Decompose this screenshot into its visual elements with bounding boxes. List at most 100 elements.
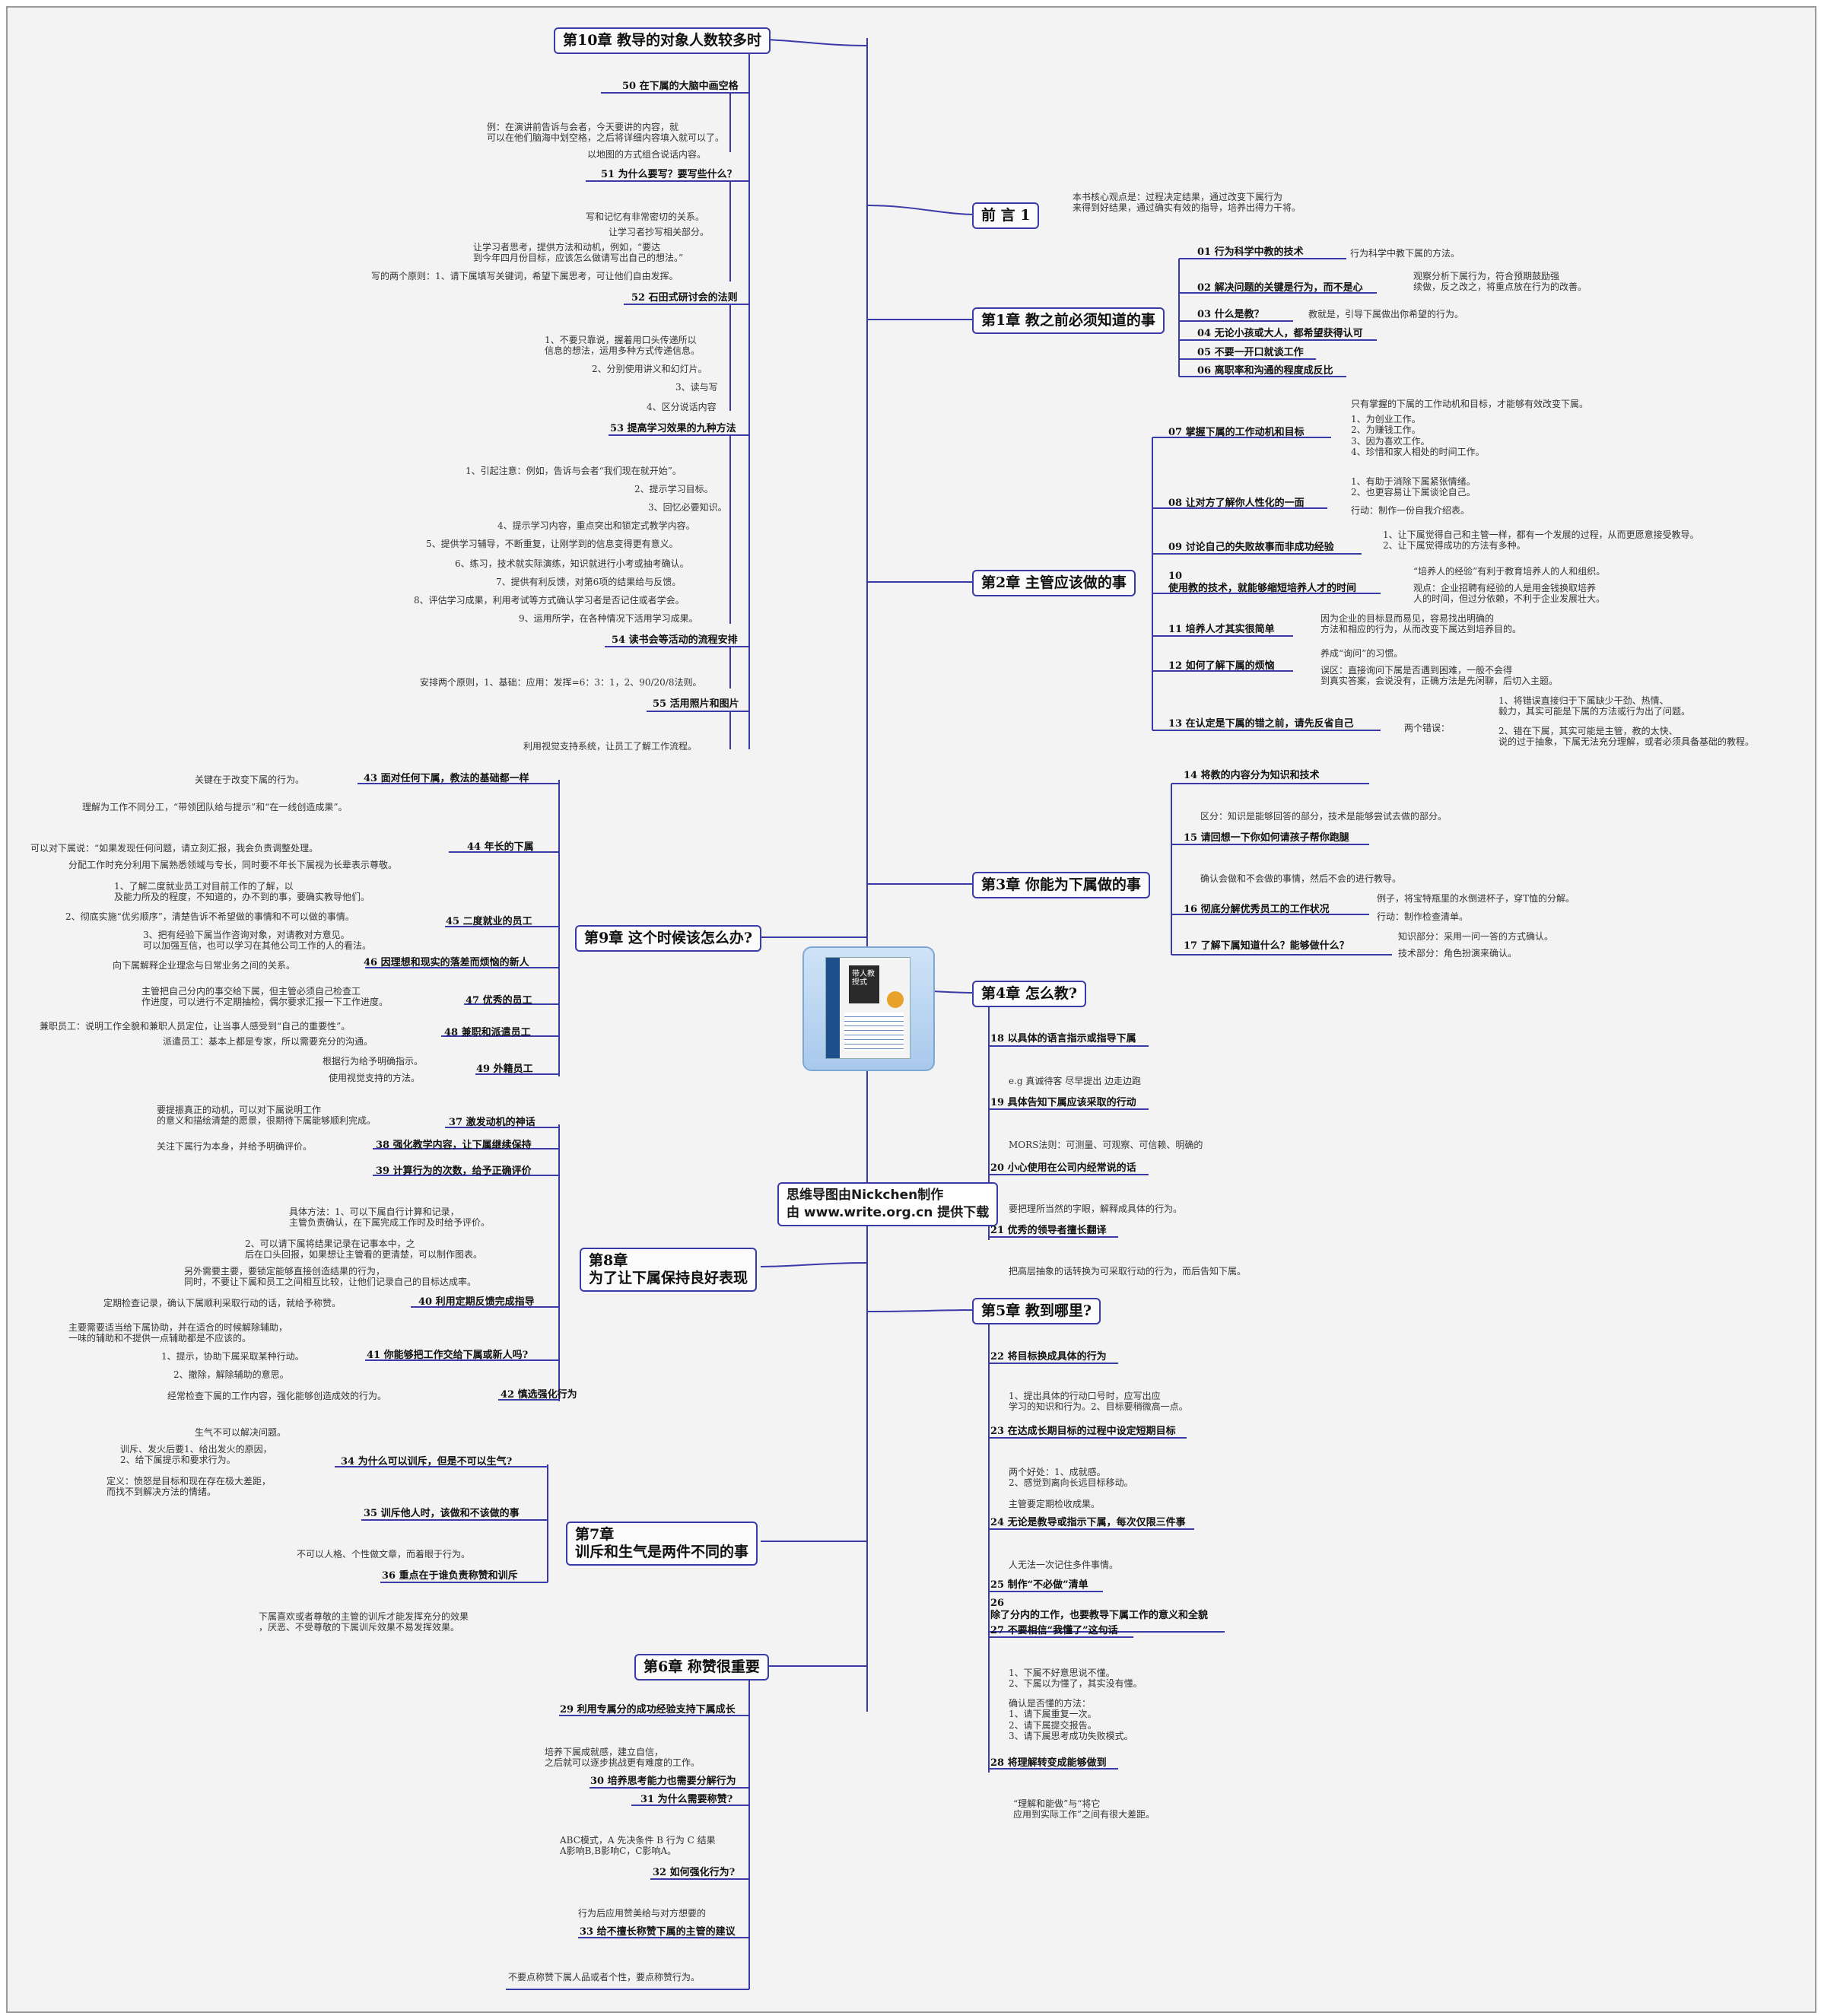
topic-44[interactable]: 44 年长的下属 xyxy=(467,841,534,853)
topic-09[interactable]: 09 讨论自己的失败故事而非成功经验 xyxy=(1168,542,1334,553)
topic-16-note-2: 行动：制作检查清单。 xyxy=(1377,911,1469,922)
topic-50-note-1: 例：在演讲前告诉与会者，今天要讲的内容，就 可以在他们脑海中划空格，之后将详细内… xyxy=(487,122,725,144)
topic-13-note-1: 两个错误： xyxy=(1404,723,1451,733)
topic-52[interactable]: 52 石田式研讨会的法则 xyxy=(631,292,738,304)
topic-23[interactable]: 23 在达成长期目标的过程中设定短期目标 xyxy=(990,1426,1176,1437)
topic-39[interactable]: 39 计算行为的次数，给予正确评价 xyxy=(376,1165,532,1177)
topic-55[interactable]: 55 活用照片和图片 xyxy=(653,698,739,710)
topic-08[interactable]: 08 让对方了解你人性化的一面 xyxy=(1168,498,1305,509)
topic-20[interactable]: 20 小心使用在公司内经常说的话 xyxy=(990,1162,1136,1174)
topic-53-note-2: 2、提示学习目标。 xyxy=(634,484,713,494)
topic-16-note-1: 例子，将宝特瓶里的水倒进杯子，穿T恤的分解。 xyxy=(1377,893,1575,904)
topic-10-note-1: “培养人的经验”有利于教育培养人的人和组织。 xyxy=(1413,566,1606,577)
topic-26[interactable]: 26 除了分内的工作，也要教导下属工作的意义和全貌 xyxy=(990,1598,1209,1621)
topic-12[interactable]: 12 如何了解下属的烦恼 xyxy=(1168,660,1275,672)
topic-52-note-2: 2、分别使用讲义和幻灯片。 xyxy=(592,364,707,374)
topic-23-note-2: 主管要定期检收成果。 xyxy=(1009,1499,1101,1509)
topic-04[interactable]: 04 无论小孩或大人，都希望获得认可 xyxy=(1197,328,1363,339)
topic-43[interactable]: 43 面对任何下属，教法的基础都一样 xyxy=(364,773,529,784)
topic-13[interactable]: 13 在认定是下属的错之前，请先反省自己 xyxy=(1168,718,1354,730)
chapter-preface[interactable]: 前 言 1 xyxy=(972,202,1040,229)
chapter-5[interactable]: 第5章 教到哪里? xyxy=(972,1298,1101,1324)
topic-31[interactable]: 31 为什么需要称赞? xyxy=(640,1794,733,1805)
chapter-7[interactable]: 第7章 训斥和生气是两件不同的事 xyxy=(566,1522,758,1566)
topic-22[interactable]: 22 将目标换成具体的行为 xyxy=(990,1351,1107,1363)
topic-32[interactable]: 32 如何强化行为? xyxy=(653,1867,736,1878)
topic-25[interactable]: 25 制作“不必做”清单 xyxy=(990,1579,1088,1591)
topic-06[interactable]: 06 离职率和沟通的程度成反比 xyxy=(1197,365,1333,377)
topic-28[interactable]: 28 将理解转变成能够做到 xyxy=(990,1757,1107,1769)
topic-02-note-1: 观察分析下属行为，符合预期鼓励强 续做，反之改之，将重点放在行为的改善。 xyxy=(1413,271,1587,293)
topic-37-note-1: 要提振真正的动机，可以对下属说明工作 的意义和描绘清楚的愿景，很期待下属能够顺利… xyxy=(157,1105,377,1127)
topic-45-note-2: 2、彻底实施“优劣顺序”，清楚告诉不希望做的事情和不可以做的事情。 xyxy=(65,911,354,922)
topic-46[interactable]: 46 因理想和现实的落差而烦恼的新人 xyxy=(364,957,529,968)
topic-09-note-1: 1、让下属觉得自己和主管一样，都有一个发展的过程，从而更愿意接受教导。 2、让下… xyxy=(1383,529,1699,552)
topic-38[interactable]: 38 强化教学内容，让下属继续保持 xyxy=(376,1140,532,1151)
topic-33[interactable]: 33 给不擅长称赞下属的主管的建议 xyxy=(580,1926,736,1938)
chapter-4[interactable]: 第4章 怎么教? xyxy=(972,981,1086,1007)
topic-53-note-7: 7、提供有利反馈，对第6项的结果给与反馈。 xyxy=(496,577,682,587)
book-spine xyxy=(826,958,840,1058)
topic-14[interactable]: 14 将教的内容分为知识和技术 xyxy=(1184,770,1320,781)
topic-05[interactable]: 05 不要一开口就谈工作 xyxy=(1197,347,1304,358)
topic-34[interactable]: 34 为什么可以训斥，但是不可以生气? xyxy=(341,1456,513,1467)
topic-27[interactable]: 27 不要相信“我懂了”这句话 xyxy=(990,1625,1118,1636)
topic-45[interactable]: 45 二度就业的员工 xyxy=(446,916,532,927)
topic-13-note-3: 2、错在下属，其实可能是主管，教的太快、 说的过于抽象，下属无法充分理解，或者必… xyxy=(1498,726,1755,748)
topic-15[interactable]: 15 请回想一下你如何请孩子帮你跑腿 xyxy=(1184,832,1349,844)
topic-40[interactable]: 40 利用定期反馈完成指导 xyxy=(418,1296,535,1308)
topic-42[interactable]: 42 慎选强化行为 xyxy=(501,1389,577,1401)
topic-24-note-1: 人无法一次记住多件事情。 xyxy=(1009,1560,1119,1570)
topic-16[interactable]: 16 彻底分解优秀员工的工作状况 xyxy=(1184,904,1330,915)
chapter-8[interactable]: 第8章 为了让下属保持良好表现 xyxy=(580,1248,758,1292)
topic-02[interactable]: 02 解决问题的关键是行为，而不是心 xyxy=(1197,282,1363,294)
topic-50[interactable]: 50 在下属的大脑中画空格 xyxy=(622,81,739,92)
topic-07[interactable]: 07 掌握下属的工作动机和目标 xyxy=(1168,427,1305,438)
topic-36-note-1: 下属喜欢或者尊敬的主管的训斥才能发挥充分的效果 ，厌恶、不受尊敬的下属训斥效果不… xyxy=(259,1611,469,1633)
topic-52-note-1: 1、不要只靠说，握着用口头传递所以 信息的想法，运用多种方式传递信息。 xyxy=(545,335,701,357)
chapter-2[interactable]: 第2章 主管应该做的事 xyxy=(972,570,1136,596)
topic-49[interactable]: 49 外籍员工 xyxy=(476,1064,533,1075)
topic-30[interactable]: 30 培养思考能力也需要分解行为 xyxy=(590,1776,736,1787)
topic-17[interactable]: 17 了解下属知道什么？能够做什么？ xyxy=(1184,940,1349,952)
chapter-3[interactable]: 第3章 你能为下属做的事 xyxy=(972,872,1150,898)
topic-53[interactable]: 53 提高学习效果的九种方法 xyxy=(610,423,736,434)
topic-03[interactable]: 03 什么是教？ xyxy=(1197,309,1264,320)
topic-38-note-1: 关注下属行为本身，并给予明确评价。 xyxy=(157,1141,313,1152)
topic-51-note-4: 写的两个原则：1、请下属填写关键词，希望下属思考，可让他们自由发挥。 xyxy=(371,271,679,281)
chapter-1[interactable]: 第1章 教之前必须知道的事 xyxy=(972,307,1165,334)
topic-37[interactable]: 37 激发动机的神话 xyxy=(449,1117,535,1128)
topic-12-note-1: 养成“询问”的习惯。 xyxy=(1320,648,1403,659)
topic-44-note-2: 可以对下属说：“如果发现任何问题，请立刻汇报，我会负责调整处理。 xyxy=(30,843,319,854)
topic-54[interactable]: 54 读书会等活动的流程安排 xyxy=(612,634,738,646)
topic-42-note-1: 经常检查下属的工作内容，强化能够创造成效的行为。 xyxy=(167,1391,387,1401)
chapter-6[interactable]: 第6章 称赞很重要 xyxy=(634,1654,769,1681)
chapter-10[interactable]: 第10章 教导的对象人数较多时 xyxy=(554,27,771,54)
topic-41[interactable]: 41 你能够把工作交给下属或新人吗? xyxy=(367,1350,529,1361)
topic-21[interactable]: 21 优秀的领导者擅长翻译 xyxy=(990,1225,1107,1236)
topic-43-note-1: 关键在于改变下属的行为。 xyxy=(195,774,305,785)
topic-28-note-1: “理解和能做”与“将它 应用到实际工作”之间有很大差距。 xyxy=(1013,1798,1155,1820)
topic-49-note-2: 使用视觉支持的方法。 xyxy=(329,1073,421,1083)
credit-box: 思维导图由Nickchen制作 由 www.write.org.cn 提供下载 xyxy=(777,1182,999,1226)
topic-11[interactable]: 11 培养人才其实很简单 xyxy=(1168,624,1275,635)
topic-48[interactable]: 48 兼职和派遣员工 xyxy=(444,1027,531,1038)
topic-35[interactable]: 35 训斥他人时，该做和不该做的事 xyxy=(364,1508,520,1519)
topic-41-note-2: 1、提示，协助下属采取某种行动。 xyxy=(161,1351,304,1362)
chapter-9[interactable]: 第9章 这个时候该怎么办? xyxy=(575,925,761,952)
topic-45-note-3: 3、把有经验下属当作咨询对象，对请教对方意见。 可以加强互信，也可以学习在其他公… xyxy=(143,930,372,952)
topic-47[interactable]: 47 优秀的员工 xyxy=(466,995,532,1006)
topic-10[interactable]: 10 使用教的技术，就能够缩短培养人才的时间 xyxy=(1168,571,1357,594)
topic-51[interactable]: 51 为什么要写？要写些什么？ xyxy=(601,169,737,180)
topic-50-note-2: 以地图的方式组合说话内容。 xyxy=(587,149,707,160)
topic-36[interactable]: 36 重点在于谁负责称赞和训斥 xyxy=(382,1570,518,1582)
topic-24[interactable]: 24 无论是教导或指示下属，每次仅限三件事 xyxy=(990,1517,1186,1528)
topic-18[interactable]: 18 以具体的语言指示或指导下属 xyxy=(990,1033,1136,1045)
topic-01[interactable]: 01 行为科学中教的技术 xyxy=(1197,246,1304,258)
topic-29[interactable]: 29 利用专属分的成功经验支持下属成长 xyxy=(560,1704,736,1716)
preface-core-idea: 本书核心观点是：过程决定结果，通过改变下属行为 来得到好结果，通过确实有效的指导… xyxy=(1073,192,1301,214)
topic-19[interactable]: 19 具体告知下属应该采取的行动 xyxy=(990,1097,1136,1108)
topic-46-note-1: 向下属解释企业理念与日常业务之间的关系。 xyxy=(113,960,296,971)
topic-44-note-3: 分配工作时充分利用下属熟悉领域与专长，同时要不年长下属视为长辈表示尊敬。 xyxy=(68,860,398,870)
